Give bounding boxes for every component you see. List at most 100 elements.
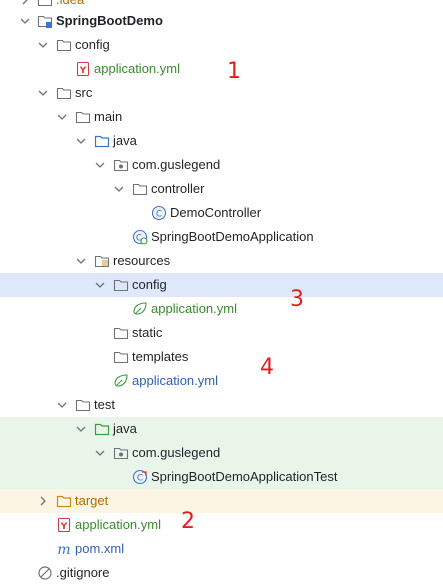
annotation-number: 2 — [181, 509, 195, 534]
folder-icon — [113, 277, 129, 293]
tree-item-label: java — [113, 133, 137, 148]
chevron-down-icon[interactable] — [19, 15, 31, 27]
tree-item-label: templates — [132, 349, 189, 364]
tree-item-target-folder[interactable]: target — [0, 489, 443, 513]
chevron-down-icon[interactable] — [94, 159, 106, 171]
folder-icon — [56, 37, 72, 53]
folder-icon — [75, 397, 91, 413]
spring-config-file-icon — [113, 373, 129, 389]
resources-folder-icon — [94, 253, 110, 269]
svg-text:Y: Y — [79, 66, 87, 76]
tree-item-springbootdemo-module[interactable]: SpringBootDemo — [0, 9, 443, 33]
package-icon — [132, 181, 148, 197]
tree-item-label: application.yml — [132, 373, 218, 388]
tree-item-label: resources — [113, 253, 171, 268]
tree-item-package-controller[interactable]: controller — [0, 177, 443, 201]
chevron-down-icon[interactable] — [75, 423, 87, 435]
tree-item-label: static — [132, 325, 163, 340]
tree-item-main-folder[interactable]: main — [0, 105, 443, 129]
folder-icon — [113, 349, 129, 365]
yaml-file-icon: Y — [75, 61, 91, 77]
excluded-folder-icon — [56, 493, 72, 509]
tree-item-resources-folder[interactable]: resources — [0, 249, 443, 273]
tree-item-label: config — [75, 37, 110, 52]
tree-item-application-yml-resources-config[interactable]: application.yml — [0, 297, 443, 321]
spring-config-file-icon — [132, 301, 148, 317]
package-icon — [113, 445, 129, 461]
tree-item-config-folder[interactable]: config — [0, 33, 443, 57]
chevron-down-icon[interactable] — [75, 135, 87, 147]
tree-item-templates-folder[interactable]: templates — [0, 345, 443, 369]
gitignore-icon — [37, 565, 53, 581]
tree-item-label: config — [132, 277, 167, 292]
tree-item-label: .gitignore — [56, 565, 110, 580]
chevron-down-icon[interactable] — [37, 39, 49, 51]
tree-item-label: application.yml — [151, 301, 237, 316]
tree-item-label: SpringBootDemo — [56, 13, 163, 28]
svg-text:C: C — [137, 474, 143, 484]
tree-item-application-yml-config[interactable]: Y application.yml — [0, 57, 443, 81]
annotation-number: 1 — [227, 59, 241, 84]
class-icon: C — [151, 205, 167, 221]
tree-item-label: com.guslegend — [132, 157, 221, 172]
tree-item-springbootdemoapplicationtest-class[interactable]: C SpringBootDemoApplicationTest — [0, 465, 443, 489]
chevron-down-icon[interactable] — [94, 447, 106, 459]
tree-item-pom-xml[interactable]: m pom.xml — [0, 537, 443, 561]
tree-item-label: java — [113, 421, 137, 436]
tree-item-java-source-folder[interactable]: java — [0, 129, 443, 153]
tree-item-idea[interactable]: .idea — [0, 0, 443, 12]
tree-item-label: com.guslegend — [132, 445, 221, 460]
tree-item-springbootdemoapplication-class[interactable]: C SpringBootDemoApplication — [0, 225, 443, 249]
svg-text:C: C — [136, 234, 142, 244]
tree-item-label: controller — [151, 181, 205, 196]
source-folder-icon — [94, 133, 110, 149]
svg-text:Y: Y — [60, 522, 68, 532]
svg-text:C: C — [156, 210, 162, 220]
annotation-number: 3 — [290, 287, 304, 312]
test-source-folder-icon — [94, 421, 110, 437]
chevron-down-icon[interactable] — [113, 183, 125, 195]
tree-item-java-test-source-folder[interactable]: java — [0, 417, 443, 441]
chevron-down-icon[interactable] — [56, 399, 68, 411]
chevron-down-icon[interactable] — [94, 279, 106, 291]
tree-item-label: test — [94, 397, 115, 412]
chevron-down-icon[interactable] — [56, 111, 68, 123]
tree-item-label: pom.xml — [75, 541, 125, 556]
svg-text:m: m — [57, 542, 70, 557]
tree-item-label: main — [94, 109, 123, 124]
module-icon — [37, 13, 53, 29]
tree-item-application-yml-root[interactable]: Y application.yml — [0, 513, 443, 537]
tree-item-label: src — [75, 85, 93, 100]
chevron-right-icon[interactable] — [19, 0, 31, 6]
folder-icon — [75, 109, 91, 125]
chevron-down-icon[interactable] — [75, 255, 87, 267]
tree-item-label: target — [75, 493, 109, 508]
tree-item-test-package-com-guslegend[interactable]: com.guslegend — [0, 441, 443, 465]
tree-item-label: .idea — [56, 0, 84, 8]
tree-item-label: SpringBootDemoApplication — [151, 229, 314, 244]
tree-item-gitignore[interactable]: .gitignore — [0, 561, 443, 585]
chevron-right-icon[interactable] — [37, 495, 49, 507]
tree-item-static-folder[interactable]: static — [0, 321, 443, 345]
yaml-file-icon: Y — [56, 517, 72, 533]
tree-item-demo-controller-class[interactable]: C DemoController — [0, 201, 443, 225]
folder-icon — [113, 325, 129, 341]
tree-item-label: SpringBootDemoApplicationTest — [151, 469, 338, 484]
tree-item-test-folder[interactable]: test — [0, 393, 443, 417]
folder-icon — [37, 0, 53, 8]
tree-item-application-yml-resources[interactable]: application.yml — [0, 369, 443, 393]
tree-item-label: DemoController — [170, 205, 262, 220]
tree-item-resources-config-folder[interactable]: config — [0, 273, 443, 297]
tree-item-label: application.yml — [94, 61, 180, 76]
maven-pom-icon: m — [56, 541, 72, 557]
chevron-down-icon[interactable] — [37, 87, 49, 99]
spring-boot-test-class-icon: C — [132, 469, 148, 485]
annotation-number: 4 — [260, 355, 274, 380]
tree-item-label: application.yml — [75, 517, 161, 532]
package-icon — [113, 157, 129, 173]
tree-item-src-folder[interactable]: src — [0, 81, 443, 105]
folder-icon — [56, 85, 72, 101]
tree-item-package-com-guslegend[interactable]: com.guslegend — [0, 153, 443, 177]
spring-boot-class-icon: C — [132, 229, 148, 245]
